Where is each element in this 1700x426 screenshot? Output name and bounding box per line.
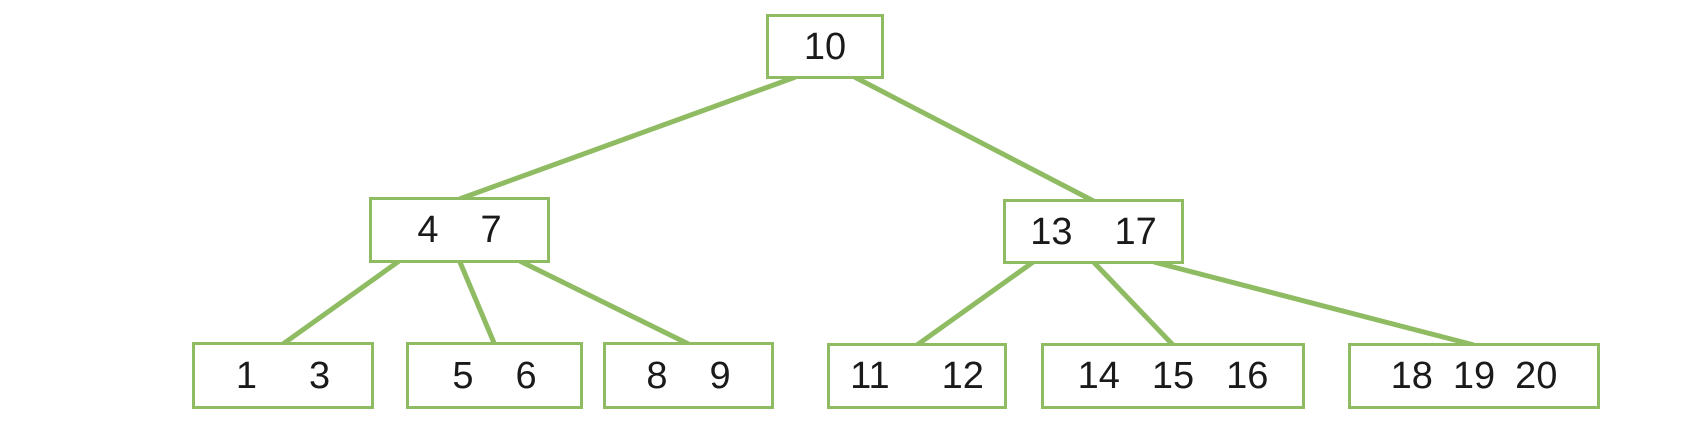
tree-edge <box>1153 259 1475 348</box>
node-key: 18 <box>1390 355 1433 397</box>
node-key: 10 <box>803 25 847 68</box>
node-key: 20 <box>1515 355 1558 397</box>
node-key: 12 <box>941 355 984 397</box>
btree-node-4-7: 4 7 <box>369 197 550 263</box>
node-key: 8 <box>646 354 668 397</box>
node-key: 5 <box>452 354 474 397</box>
node-key: 16 <box>1226 355 1269 397</box>
node-key: 9 <box>709 354 731 397</box>
tree-edge <box>457 260 497 345</box>
tree-edge <box>518 258 690 347</box>
btree-node-13-17: 13 17 <box>1003 199 1184 264</box>
btree-node-14-15-16: 14 15 16 <box>1041 343 1305 409</box>
node-key: 15 <box>1151 355 1195 397</box>
tree-edge <box>853 74 1095 204</box>
node-key: 6 <box>515 354 537 397</box>
btree-node-1-3: 1 3 <box>192 342 374 409</box>
node-key: 17 <box>1114 210 1157 253</box>
btree-node-18-19-20: 18 19 20 <box>1348 343 1600 409</box>
node-key: 7 <box>480 209 502 251</box>
tree-edge <box>1091 260 1175 347</box>
node-key: 1 <box>235 354 257 397</box>
btree-node-11-12: 11 12 <box>827 343 1007 409</box>
node-key: 14 <box>1077 355 1120 397</box>
node-key: 4 <box>417 209 439 251</box>
tree-edge <box>281 258 401 347</box>
node-key: 3 <box>309 354 331 397</box>
node-key: 13 <box>1030 210 1073 253</box>
tree-edge <box>915 259 1035 348</box>
btree-node-5-6: 5 6 <box>406 342 583 409</box>
node-key: 11 <box>850 355 890 397</box>
btree-node-8-9: 8 9 <box>603 342 774 409</box>
tree-edge <box>458 74 797 202</box>
btree-node-10: 10 <box>766 14 884 79</box>
node-key: 19 <box>1452 355 1496 397</box>
